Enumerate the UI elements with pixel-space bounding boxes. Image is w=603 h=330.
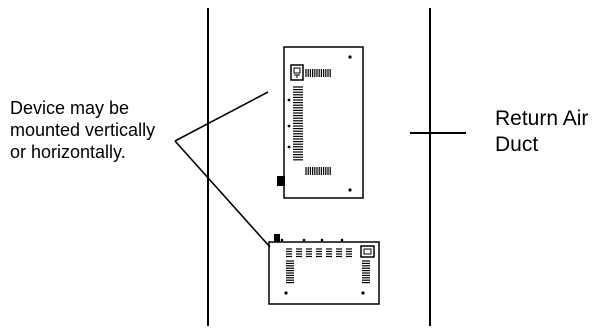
device-vertical-knob xyxy=(277,176,285,186)
power-inlet-icon-vertical xyxy=(290,64,304,81)
duct-label-line-2: Duct xyxy=(495,133,539,156)
mounting-note-line-3: or horizontally. xyxy=(10,142,126,162)
duct-label: Return Air Duct xyxy=(495,106,588,158)
duct-label-line-1: Return Air xyxy=(495,107,589,130)
device-vertical xyxy=(277,46,364,199)
device-horizontal-knob xyxy=(274,234,280,242)
device-vertical-vents xyxy=(293,69,331,175)
mounting-note-line-2: mounted vertically xyxy=(10,120,156,140)
mounting-note: Device may be mounted vertically or hori… xyxy=(10,97,155,163)
leader-to-horizontal-device xyxy=(174,140,271,248)
leader-to-vertical-device xyxy=(174,91,269,142)
device-horizontal-vents xyxy=(286,248,370,284)
power-inlet-icon-horizontal xyxy=(360,245,375,258)
device-horizontal xyxy=(268,234,380,305)
mounting-note-line-1: Device may be xyxy=(10,98,130,118)
